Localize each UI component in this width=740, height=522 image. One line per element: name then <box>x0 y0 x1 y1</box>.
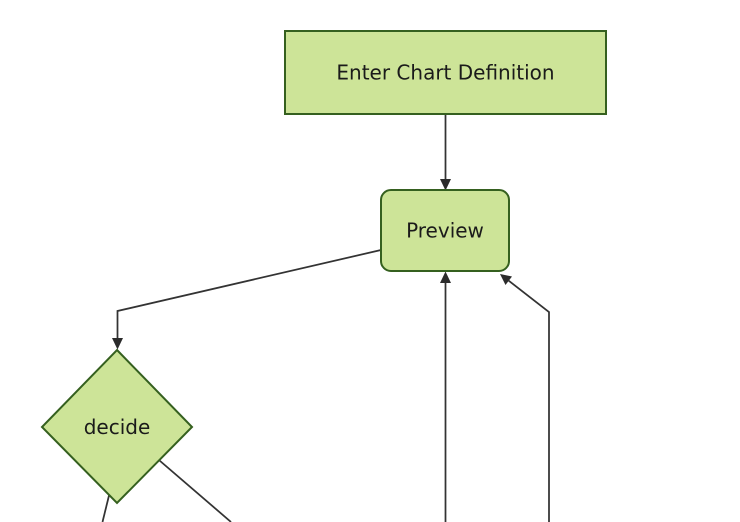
edge-decide-to-offscreen-left <box>101 495 110 522</box>
edge-offscreen-center-to-preview <box>440 271 451 522</box>
enter-chart-definition-label: Enter Chart Definition <box>336 61 554 85</box>
enter-chart-definition-box <box>284 30 607 115</box>
preview-box <box>380 189 510 272</box>
decide-label: decide <box>84 415 151 439</box>
edge-preview-to-decide <box>112 249 382 350</box>
decide-diamond <box>40 348 194 505</box>
edge-line-e <box>101 495 110 522</box>
edge-line-f <box>158 459 232 522</box>
arrowhead-into-preview-top-icon <box>440 179 451 191</box>
arrowhead-into-preview-corner-icon <box>500 274 512 285</box>
node-preview: Preview <box>380 189 510 272</box>
edge-line-d <box>508 280 550 522</box>
edge-line-b <box>116 249 382 339</box>
edge-decide-to-offscreen-right <box>158 459 232 522</box>
node-decide: decide <box>40 348 194 505</box>
preview-label: Preview <box>406 219 484 243</box>
edge-offscreen-right-to-preview <box>500 274 550 522</box>
edge-enterchartdefinition-to-preview <box>440 114 451 191</box>
arrowhead-into-decide-top-icon <box>112 338 123 350</box>
arrowhead-into-preview-bottom-icon <box>440 271 451 283</box>
node-enter-chart-definition: Enter Chart Definition <box>284 30 607 115</box>
